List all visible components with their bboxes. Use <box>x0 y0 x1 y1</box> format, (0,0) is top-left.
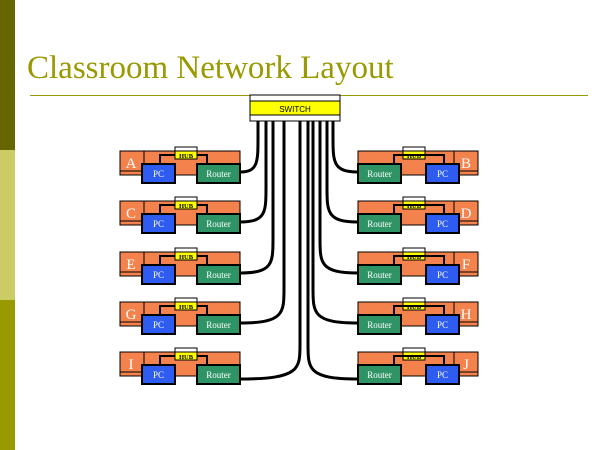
cable-a <box>239 121 260 174</box>
router <box>196 364 241 385</box>
desk-label: F <box>462 257 470 273</box>
desk-label: B <box>461 156 471 172</box>
slide-title: Classroom Network Layout <box>27 50 394 86</box>
desk-h: H HUB PC Router <box>357 297 479 335</box>
pc <box>425 163 460 184</box>
cable-h <box>311 121 359 325</box>
router <box>196 314 241 335</box>
network-switch: SWITCH <box>249 94 341 122</box>
cables <box>239 121 359 381</box>
hub-label: HUB <box>407 153 422 160</box>
desk-label: I <box>129 357 134 373</box>
cable-d <box>325 121 359 224</box>
hub-label: HUB <box>179 153 194 160</box>
desk-b: B HUB PC Router <box>357 146 479 184</box>
desk-label: D <box>461 206 472 222</box>
accent-bar-top <box>0 0 15 150</box>
router-label: Router <box>206 320 231 330</box>
pc <box>425 213 460 234</box>
hub-label: HUB <box>179 304 194 311</box>
accent-bar-bottom <box>0 300 15 450</box>
cable-b <box>331 121 359 174</box>
hub-label: HUB <box>407 254 422 261</box>
pc <box>425 264 460 285</box>
cable-g <box>239 121 286 325</box>
pc <box>141 364 176 385</box>
desk-e: E HUB PC Router <box>119 247 241 285</box>
hub-label: HUB <box>407 354 422 361</box>
router-label: Router <box>367 370 392 380</box>
desk-j: J HUB PC Router <box>357 347 479 385</box>
cable-j <box>306 121 359 381</box>
hub-label: HUB <box>407 304 422 311</box>
desk-g: G HUB PC Router <box>119 297 241 335</box>
hub-label: HUB <box>179 254 194 261</box>
pc <box>141 213 176 234</box>
router-label: Router <box>206 169 231 179</box>
desk-f: F HUB PC Router <box>357 247 479 285</box>
pc-label: PC <box>153 320 164 330</box>
pc <box>141 264 176 285</box>
router-label: Router <box>206 370 231 380</box>
desk-label: G <box>126 307 137 323</box>
router-label: Router <box>367 219 392 229</box>
router-label: Router <box>367 169 392 179</box>
hub-label: HUB <box>179 203 194 210</box>
desk-c: C HUB PC Router <box>119 196 241 234</box>
router <box>357 364 402 385</box>
pc-label: PC <box>437 370 448 380</box>
pc-label: PC <box>153 270 164 280</box>
router <box>196 213 241 234</box>
desk-label: A <box>126 156 137 172</box>
router <box>196 163 241 184</box>
pc-label: PC <box>437 219 448 229</box>
desk-a: A HUB PC Router <box>119 146 241 184</box>
switch-label: SWITCH <box>279 105 311 114</box>
pc-label: PC <box>153 169 164 179</box>
desk-label: H <box>461 307 472 323</box>
router <box>357 264 402 285</box>
router-label: Router <box>206 270 231 280</box>
hub-label: HUB <box>407 203 422 210</box>
pc <box>425 314 460 335</box>
router <box>196 264 241 285</box>
pc-label: PC <box>153 370 164 380</box>
router <box>357 314 402 335</box>
desk-d: D HUB PC Router <box>357 196 479 234</box>
desk-label: J <box>463 357 469 373</box>
router-label: Router <box>367 320 392 330</box>
cable-e <box>239 121 275 275</box>
desk-label: E <box>126 257 135 273</box>
router <box>357 163 402 184</box>
cable-i <box>239 121 302 381</box>
pc-label: PC <box>437 270 448 280</box>
pc-label: PC <box>153 219 164 229</box>
router-label: Router <box>206 219 231 229</box>
desk-i: I HUB PC Router <box>119 347 241 385</box>
cable-f <box>318 121 359 275</box>
cable-c <box>239 121 268 224</box>
router <box>357 213 402 234</box>
pc-label: PC <box>437 169 448 179</box>
hub-label: HUB <box>179 354 194 361</box>
pc-label: PC <box>437 320 448 330</box>
desk-label: C <box>126 206 136 222</box>
router-label: Router <box>367 270 392 280</box>
pc <box>425 364 460 385</box>
pc <box>141 314 176 335</box>
accent-bar-middle <box>0 150 15 300</box>
pc <box>141 163 176 184</box>
